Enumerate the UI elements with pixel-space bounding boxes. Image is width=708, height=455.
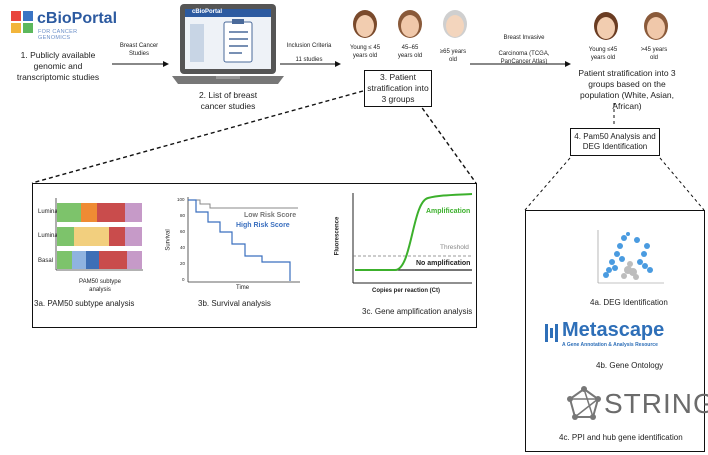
- step2-label: 2. List of breast cancer studies: [198, 90, 258, 111]
- metascape-name: Metascape: [562, 319, 665, 341]
- metascape-logo: Metascape A Gene Annotation & Analysis R…: [545, 319, 695, 349]
- group2-old: >45 years old: [640, 47, 668, 61]
- metascape-caption: 4b. Gene Ontology: [596, 361, 664, 370]
- metascape-tagline: A Gene Annotation & Analysis Resource: [562, 342, 658, 348]
- cbioportal-logo: cBioPortal FOR CANCER GENOMICS: [10, 8, 117, 48]
- pam50-row-label-0: Luminal A: [38, 209, 65, 215]
- step1-label: 1. Publicly available genomic and transc…: [16, 50, 100, 82]
- right-stratification-text: Patient stratification into 3 groups bas…: [578, 68, 676, 111]
- group2-young: Young ≤45 years old: [588, 47, 618, 61]
- pam50-cell: [99, 251, 127, 269]
- survival-low-risk-line: [188, 199, 298, 209]
- string-network-icon: [567, 386, 601, 420]
- survival-ytick-0: 100: [177, 197, 185, 202]
- logo-subtitle: FOR CANCER GENOMICS: [38, 29, 78, 41]
- survival-xlabel: Time: [236, 285, 250, 291]
- pam50-cell: [72, 251, 86, 269]
- faces-2-icon: [594, 12, 668, 40]
- group-old: ≥65 years old: [439, 49, 467, 63]
- pam50-xlabel: PAM50 subtype analysis: [79, 279, 121, 293]
- dashed-left: [31, 90, 364, 184]
- amp-xlabel: Copies per reaction (Ct): [372, 288, 441, 294]
- pam50-cell: [74, 227, 109, 246]
- string-logo: STRING: [566, 386, 708, 422]
- arrow3-line1: Breast Invasive: [503, 35, 545, 41]
- laptop-icon: [172, 4, 284, 84]
- string-caption: 4c. PPI and hub gene identification: [559, 433, 683, 442]
- survival-ytick-4: 20: [180, 261, 186, 266]
- pam50-cell: [81, 203, 97, 222]
- arrow3-line3: PanCancer Atlas): [500, 59, 548, 65]
- survival-ytick-3: 40: [180, 245, 186, 250]
- pam50-cell: [57, 203, 81, 222]
- survival-high-risk-line: [188, 199, 291, 281]
- patient-faces-2: [588, 8, 678, 46]
- survival-ytick-5: 0: [182, 277, 185, 282]
- pam50-cell: [127, 251, 142, 269]
- cbioportal-logo-icon: [11, 11, 33, 33]
- pam50-cell: [86, 251, 99, 269]
- group-young: Young ≤ 45 years old: [349, 45, 381, 59]
- group-mid: 45–65 years old: [397, 45, 423, 59]
- laptop-logo: cBioPortal: [192, 9, 223, 15]
- logo-title: cBioPortal: [37, 10, 118, 27]
- laptop-illustration: cBioPortal: [172, 2, 284, 88]
- pam50-cell: [125, 203, 142, 222]
- survival-high-label: High Risk Score: [236, 222, 290, 229]
- dashed-right: [409, 90, 477, 184]
- arrow2-line1: Inclusion Criteria: [286, 43, 332, 49]
- dashed-deg-right: [659, 157, 705, 211]
- pam50-cell: [125, 227, 142, 246]
- noamp-label: No amplification: [416, 260, 471, 267]
- pam50-cell: [57, 251, 72, 269]
- deg-caption: 4a. DEG Identification: [590, 298, 668, 307]
- pam50-cell: [57, 227, 74, 246]
- pam50-cell: [97, 203, 125, 222]
- arrow1-label: Breast Cancer Studies: [119, 43, 159, 57]
- pam50-cell: [109, 227, 125, 246]
- string-name: STRING: [604, 388, 708, 419]
- pam50-row-label-2: Basal: [38, 258, 54, 264]
- survival-ytick-1: 80: [180, 213, 186, 218]
- step4-box: 4. Pam50 Analysis and DEG Identification: [570, 128, 660, 156]
- amp-caption: 3c. Gene amplification analysis: [362, 307, 473, 316]
- pam50-caption: 3a. PAM50 subtype analysis: [34, 299, 135, 308]
- threshold-label: Threshold: [440, 244, 469, 251]
- survival-ytick-2: 60: [180, 229, 186, 234]
- amplification-curve: [355, 193, 473, 271]
- pam50-row-label-1: Luminal B: [38, 233, 65, 239]
- patient-faces-3: [345, 6, 475, 44]
- step3-box: 3. Patient stratification into 3 groups: [364, 70, 432, 107]
- amp-label: Amplification: [426, 208, 471, 215]
- faces-icon: [353, 10, 467, 38]
- survival-low-label: Low Risk Score: [244, 212, 297, 219]
- metascape-logo-icon: [545, 324, 558, 342]
- arrow3-line2: Carcinoma (TCGA,: [498, 51, 550, 57]
- survival-caption: 3b. Survival analysis: [198, 299, 271, 308]
- arrow2-line2: 11 studies: [295, 57, 323, 63]
